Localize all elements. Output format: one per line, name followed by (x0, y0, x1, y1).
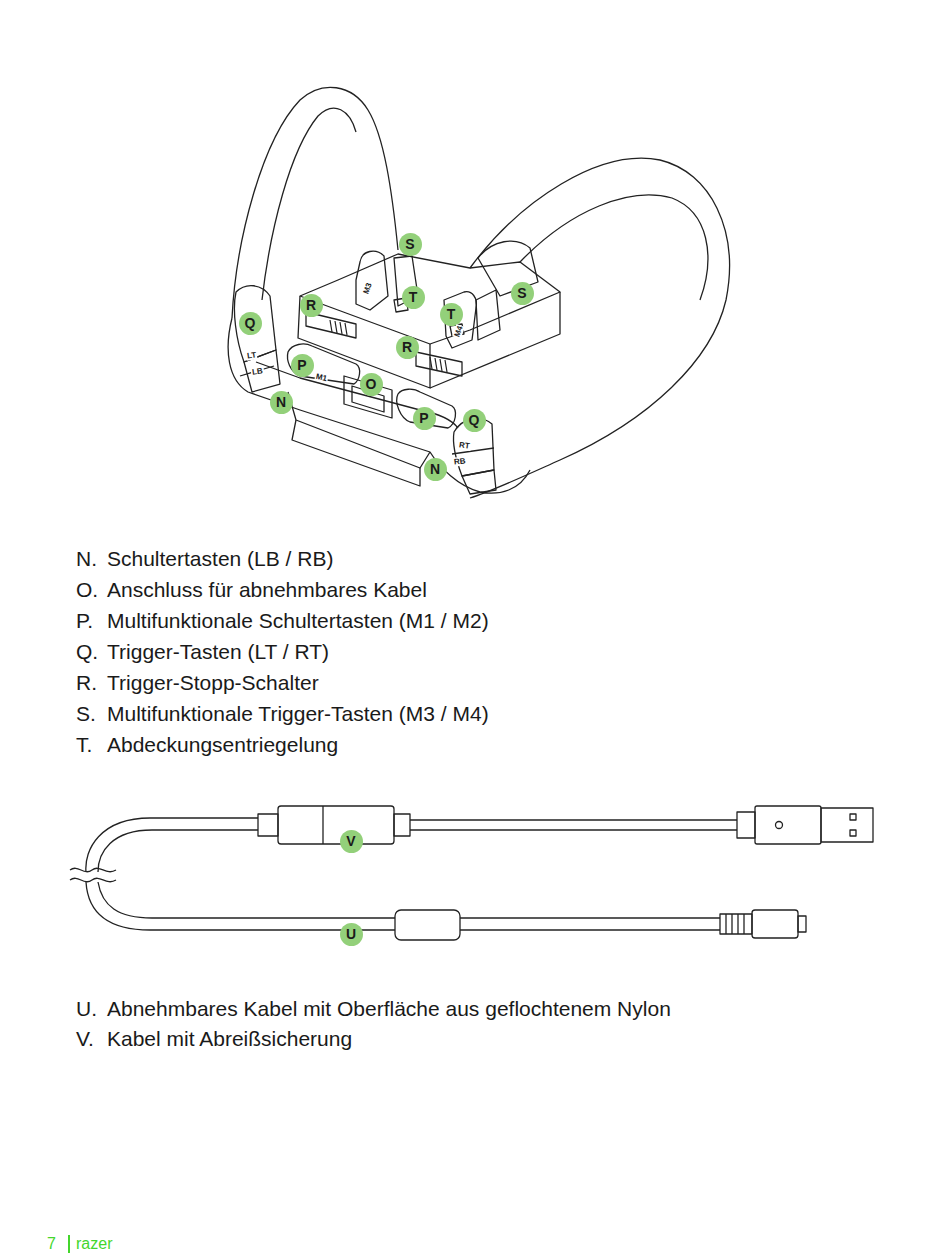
drawing-stroke (430, 357, 432, 369)
callout-letter: Q (463, 409, 486, 432)
callout-letter: S (399, 233, 422, 256)
drawing-stroke (70, 868, 116, 871)
callout-letter: P (291, 354, 314, 377)
legend-text: T. (76, 732, 92, 758)
drawing-stroke (755, 806, 821, 844)
drawing-stroke (395, 910, 460, 940)
drawing-stroke (731, 914, 732, 934)
drawing-stroke (737, 812, 755, 838)
legend-text: Multifunktionale Trigger-Tasten (M3 / M4… (107, 701, 489, 727)
drawing-stroke (262, 108, 356, 300)
callout-letter: R (396, 336, 419, 359)
drawing-stroke (258, 814, 278, 836)
drawing-stroke (232, 87, 398, 318)
legend-text: Multifunktionale Schultertasten (M1 / M2… (107, 608, 489, 634)
legend-text: S. (76, 701, 96, 727)
callout-letter: R (300, 294, 323, 317)
drawing-stroke (462, 470, 496, 494)
drawing-stroke (70, 878, 116, 881)
drawing-stroke (850, 830, 856, 836)
drawing-stroke (821, 808, 873, 842)
drawing-stroke (435, 358, 437, 370)
button-marking: LT (246, 350, 258, 360)
drawing-stroke (798, 916, 806, 932)
drawing-stroke (240, 366, 274, 376)
legend-text: Trigger-Tasten (LT / RT) (107, 639, 329, 665)
legend-text: Schultertasten (LB / RB) (107, 546, 333, 572)
drawing-stroke (410, 819, 737, 820)
drawing-stroke (98, 882, 395, 918)
legend-text: V. (76, 1026, 94, 1052)
drawing-stroke (725, 914, 726, 934)
drawing-stroke (476, 290, 500, 340)
drawing-stroke (440, 359, 442, 371)
drawing-stroke (410, 829, 737, 830)
legend-text: Q. (76, 639, 98, 665)
cable-illustration (70, 806, 873, 940)
callout-letter: N (270, 391, 293, 414)
button-marking: RT (457, 440, 471, 451)
drawing-stroke (470, 158, 729, 498)
callout-letter: S (511, 282, 534, 305)
drawing-stroke (394, 814, 410, 836)
callout-letter: V (340, 830, 363, 853)
grip-ridges (330, 320, 447, 372)
legend-text: Abnehmbares Kabel mit Oberfläche aus gef… (107, 996, 671, 1022)
drawing-stroke (345, 323, 347, 335)
drawing-stroke (737, 914, 738, 934)
callout-letter: T (402, 286, 425, 309)
callout-letter: U (340, 923, 363, 946)
legend-text: N. (76, 546, 97, 572)
legend-text: Trigger-Stopp-Schalter (107, 670, 319, 696)
drawing-stroke (288, 392, 430, 468)
legend-text: R. (76, 670, 97, 696)
callout-letter: N (424, 458, 447, 481)
drawing-stroke (300, 254, 560, 344)
drawing-stroke (86, 818, 258, 872)
legend-text: Anschluss für abnehmbares Kabel (107, 577, 427, 603)
drawing-stroke (460, 929, 720, 930)
controller-body (228, 87, 729, 498)
callout-letter: O (360, 373, 383, 396)
drawing-stroke (340, 322, 342, 334)
drawing-stroke (335, 321, 337, 333)
drawing-stroke (356, 251, 388, 310)
drawing-stroke (228, 318, 530, 493)
page-footer: 7 (47, 1235, 56, 1253)
drawing-stroke (244, 350, 280, 392)
drawing-stroke (743, 914, 744, 934)
button-marking: M3 (362, 280, 375, 295)
legend-text: O. (76, 577, 98, 603)
legend-text: P. (76, 608, 93, 634)
button-marking: M1 (315, 371, 330, 383)
drawing-stroke (278, 806, 394, 844)
drawing-stroke (416, 352, 462, 376)
callout-letter: P (413, 407, 436, 430)
drawing-stroke (850, 814, 856, 820)
legend-text: Kabel mit Abreißsicherung (107, 1026, 352, 1052)
drawing-stroke (292, 420, 420, 486)
drawing-stroke (720, 914, 752, 934)
button-marking: LB (250, 366, 264, 377)
page-footer: razer (68, 1235, 112, 1253)
drawing-stroke (460, 917, 720, 918)
drawing-stroke (234, 286, 276, 362)
drawing-stroke (445, 360, 447, 372)
drawing-stroke (520, 195, 708, 300)
callout-letter: Q (239, 312, 262, 335)
drawing-stroke (752, 910, 798, 938)
drawing-stroke (776, 822, 783, 829)
drawing-stroke (322, 806, 323, 844)
drawing-stroke (98, 830, 258, 872)
button-marking: RB (453, 456, 467, 466)
drawing-stroke (330, 320, 332, 332)
legend-text: U. (76, 996, 97, 1022)
legend-text: Abdeckungsentriegelung (107, 732, 338, 758)
callout-letter: T (440, 303, 463, 326)
